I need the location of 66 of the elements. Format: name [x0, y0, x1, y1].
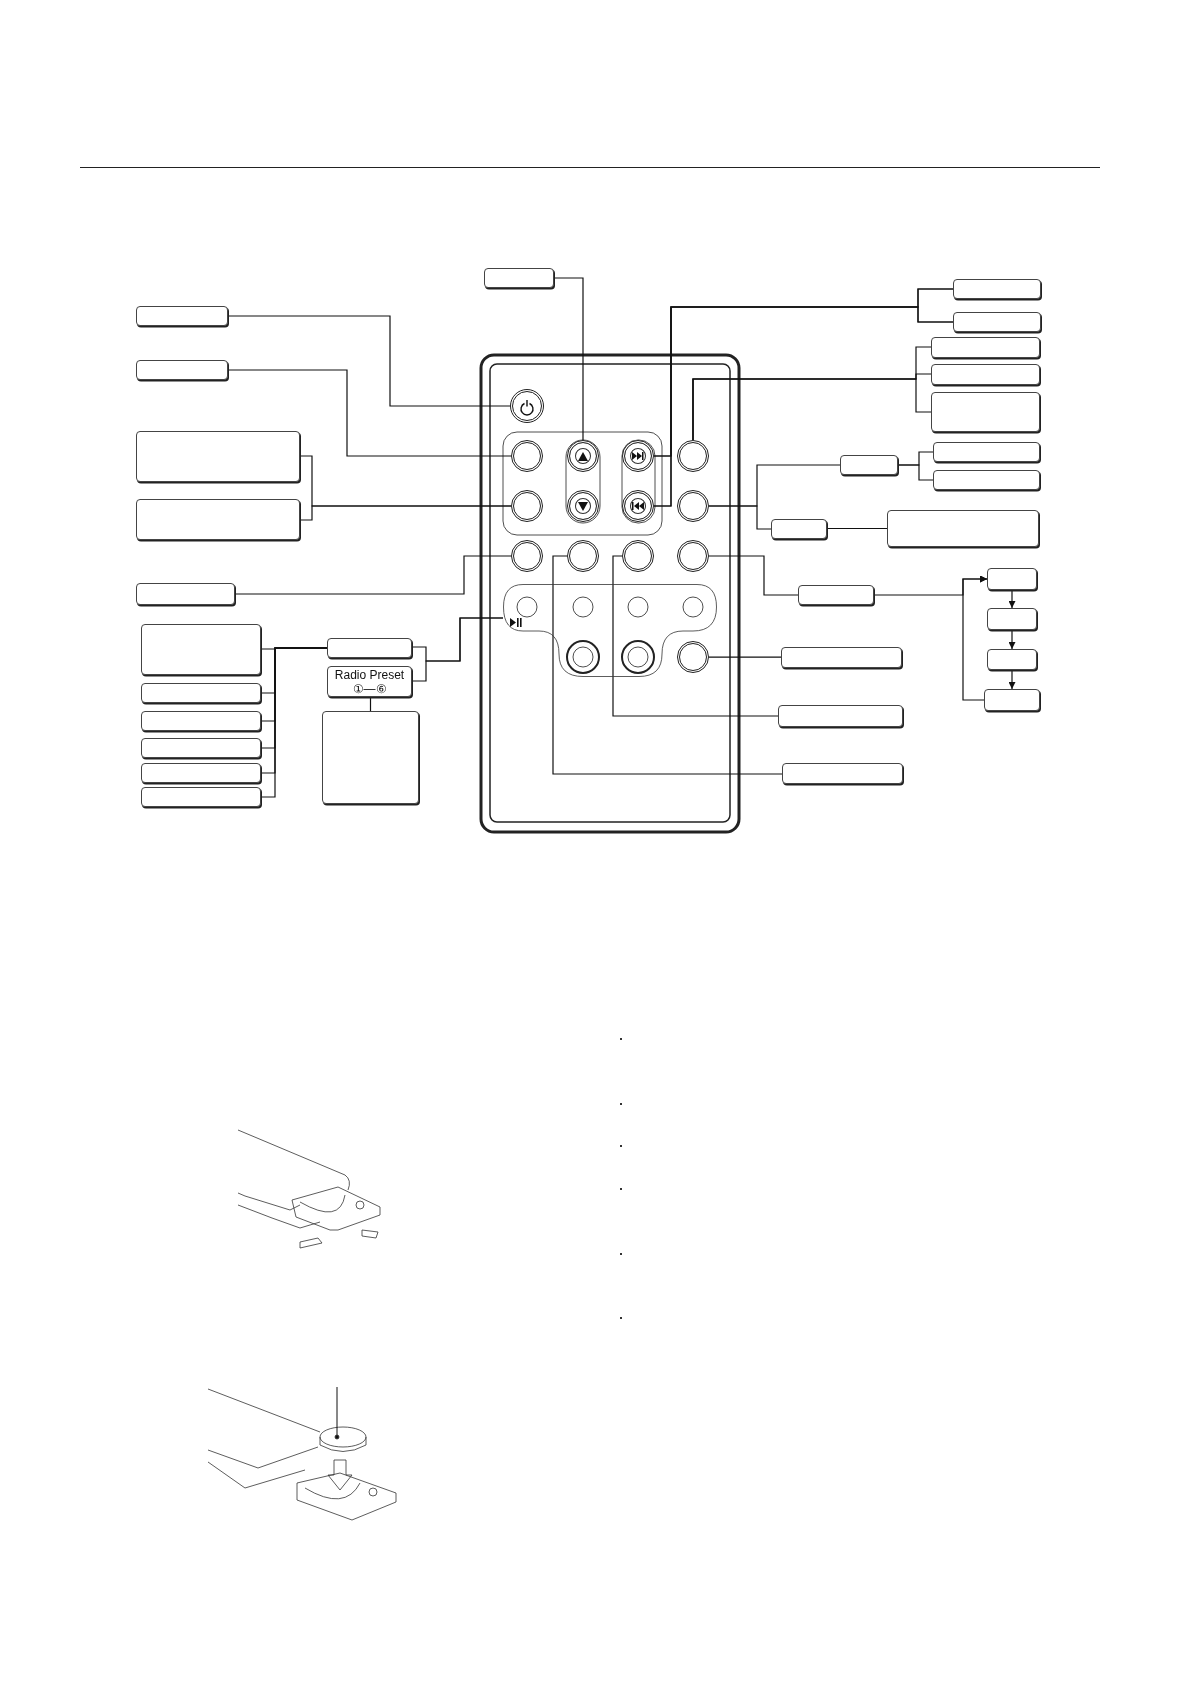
blank-label-box [887, 510, 1039, 547]
arrow [1008, 589, 1016, 609]
leader-line [260, 647, 328, 798]
blank-label-box [322, 711, 419, 804]
remote-button [677, 540, 709, 572]
leader-line [553, 277, 584, 441]
blank-label-box [136, 306, 228, 326]
blank-label-box [798, 585, 874, 605]
leader-line [708, 555, 799, 596]
blank-label-box [141, 711, 261, 731]
blank-label-box [484, 268, 554, 288]
remote-button [567, 490, 599, 522]
blank-label-box [953, 312, 1041, 332]
leader-line [234, 555, 512, 595]
blank-label-box [781, 647, 902, 668]
blank-label-box [771, 519, 827, 539]
preset-label: Radio Preset ①—⑥ [327, 666, 412, 697]
remote-button [567, 440, 599, 472]
remote-button [511, 540, 543, 572]
blank-label-box [953, 279, 1041, 299]
leader-line [612, 555, 779, 717]
arrow [1008, 629, 1016, 650]
remote-button [677, 490, 709, 522]
blank-label-box [782, 763, 903, 784]
leader-line [708, 656, 782, 658]
blank-label-box [931, 364, 1040, 385]
remote-button [677, 641, 709, 673]
button-panel [503, 584, 717, 677]
blank-label-box [136, 583, 235, 605]
blank-label-box [840, 455, 898, 475]
blank-label-box [931, 337, 1040, 358]
remote-button [677, 440, 709, 472]
leader-line [227, 315, 511, 407]
blank-label-box [141, 683, 261, 703]
remote-button [511, 440, 543, 472]
remote-button [622, 540, 654, 572]
leader-line [299, 505, 512, 521]
blank-label-box [136, 360, 228, 380]
blank-label-box [141, 763, 261, 783]
remote-button [622, 490, 654, 522]
blank-label-box [141, 738, 261, 758]
blank-label-box [136, 431, 300, 482]
remote-button [511, 490, 543, 522]
remote-button [510, 389, 544, 423]
blank-label-box [933, 470, 1040, 490]
leader-line [411, 617, 504, 682]
leader-line [227, 369, 512, 457]
blank-label-box [987, 568, 1037, 590]
blank-label-box [327, 638, 412, 658]
blank-label-box [987, 649, 1037, 670]
blank-label-box [141, 624, 261, 675]
leader-line [826, 527, 888, 530]
blank-label-box [141, 787, 261, 807]
remote-button [567, 540, 599, 572]
leader-line [552, 555, 783, 775]
blank-label-box [136, 499, 300, 540]
blank-label-box [933, 442, 1040, 462]
leader-line [897, 464, 934, 481]
blank-label-box [984, 689, 1040, 711]
leader-line [708, 505, 772, 530]
blank-label-box [987, 608, 1037, 630]
arrow [1008, 669, 1016, 690]
blank-label-box [778, 705, 903, 727]
blank-label-box [931, 392, 1040, 432]
remote-button [622, 440, 654, 472]
arrow [962, 575, 988, 701]
